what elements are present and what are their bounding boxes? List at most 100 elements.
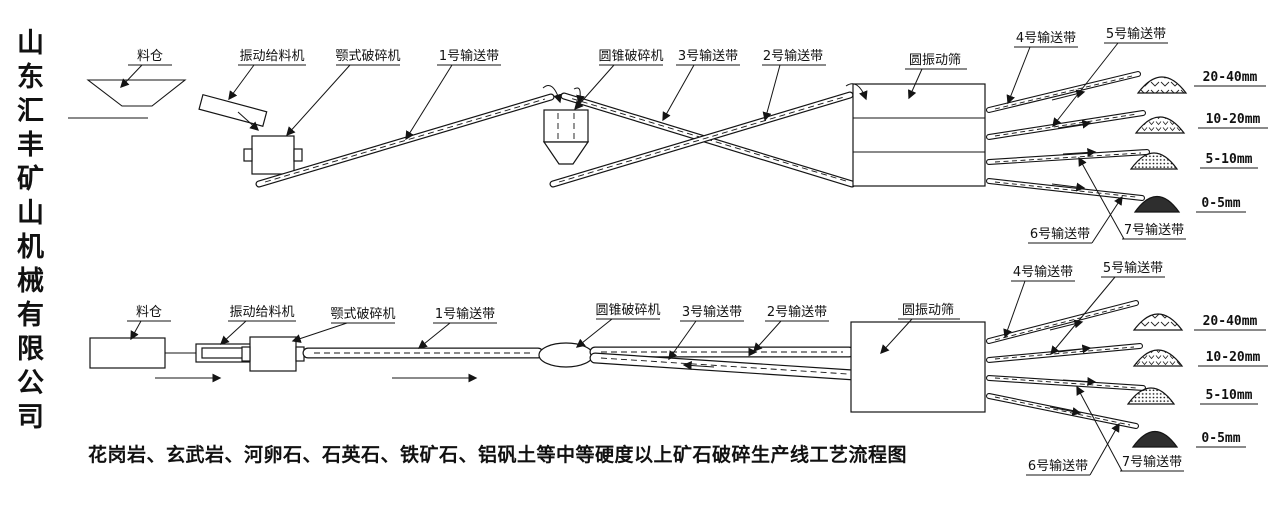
label-belt6-bottom: 6号输送带 <box>1026 422 1120 476</box>
feed-arrow <box>237 111 260 131</box>
flow-arrow <box>1062 377 1097 387</box>
cone-crusher-shape <box>542 109 590 165</box>
size-20-40-text: 20-40mm <box>1203 314 1258 329</box>
belt6-plan-shape <box>986 393 1139 429</box>
label-belt7-bottom: 7号输送带 <box>1076 385 1184 472</box>
drop-arrow-belt1-to-cone <box>542 85 563 104</box>
pile-20-40 <box>1132 313 1184 331</box>
pile-5-10 <box>1129 152 1179 170</box>
flow-arrow <box>1057 119 1092 129</box>
label-feeder-top: 振动给料机 <box>228 49 306 101</box>
pile-5-10 <box>1126 387 1176 405</box>
label-belt6-top: 6号输送带 <box>1028 195 1123 244</box>
pile-0-5 <box>1133 196 1181 213</box>
label-belt2-bottom: 2号输送带 <box>753 304 829 353</box>
label-cone-text: 圆锥破碎机 <box>595 303 660 318</box>
label-belt3-text: 3号输送带 <box>682 304 742 320</box>
label-silo-text: 料仓 <box>137 49 163 64</box>
caption-text: 花岗岩、玄武岩、河卵石、石英石、铁矿石、铝矾土等中等硬度以上矿石破碎生产线工艺流… <box>88 444 908 466</box>
label-screen-bottom: 圆振动筛 <box>880 303 960 354</box>
label-belt1-top: 1号输送带 <box>405 48 501 141</box>
label-belt3-top: 3号输送带 <box>662 48 740 122</box>
pile-20-40 <box>1136 76 1188 94</box>
vibrating-feeder-shape <box>198 93 268 128</box>
label-cone-text: 圆锥破碎机 <box>598 49 663 64</box>
silo-plan-shape <box>89 337 166 369</box>
size-10-20-text: 10-20mm <box>1206 350 1261 365</box>
label-cone-bottom: 圆锥破碎机 <box>575 303 661 348</box>
label-belt6-text: 6号输送带 <box>1030 226 1090 242</box>
size-0-5-text: 0-5mm <box>1201 431 1240 446</box>
belt4-shape <box>986 71 1141 113</box>
size-20-40-text: 20-40mm <box>1203 70 1258 85</box>
size-20-40-bottom: 20-40mm <box>1194 314 1266 331</box>
label-belt3-bottom: 3号输送带 <box>668 304 744 361</box>
belt7-shape <box>986 149 1150 165</box>
label-jaw-top: 颚式破碎机 <box>286 49 401 137</box>
belt1-shape <box>255 93 555 188</box>
flow-arrow <box>1049 406 1082 416</box>
label-belt1-bottom: 1号输送带 <box>417 306 497 349</box>
size-0-5-text: 0-5mm <box>1201 196 1240 211</box>
pile-0-5 <box>1131 431 1179 448</box>
belt2-shape <box>549 91 854 188</box>
label-cone-top: 圆锥破碎机 <box>574 49 664 111</box>
label-screen-text: 圆振动筛 <box>902 303 954 318</box>
label-belt1-text: 1号输送带 <box>439 48 499 64</box>
size-10-20-top: 10-20mm <box>1198 112 1268 129</box>
label-belt3-text: 3号输送带 <box>678 48 738 64</box>
plan-view-diagram: 料仓 振动给料机 颚式破碎机 1号输送带 圆锥破碎机 <box>89 260 1268 476</box>
pile-10-20 <box>1132 349 1184 367</box>
label-feeder-bottom: 振动给料机 <box>220 305 296 345</box>
size-10-20-bottom: 10-20mm <box>1198 350 1268 367</box>
label-silo-top: 料仓 <box>120 49 172 88</box>
label-silo-text: 料仓 <box>136 305 162 320</box>
label-jaw-text: 颚式破碎机 <box>330 307 395 322</box>
label-belt4-text: 4号输送带 <box>1016 30 1076 46</box>
flow-arrow <box>1057 344 1092 354</box>
belt4-plan-shape <box>986 300 1139 344</box>
size-20-40-top: 20-40mm <box>1194 70 1266 87</box>
size-5-10-text: 5-10mm <box>1206 388 1253 403</box>
label-belt5-top: 5号输送带 <box>1052 26 1168 128</box>
cone-crusher-plan-shape <box>538 342 594 368</box>
size-0-5-bottom: 0-5mm <box>1196 431 1246 448</box>
company-name-vertical: 山东汇丰矿山机械有限公司 <box>12 28 43 436</box>
label-silo-bottom: 料仓 <box>127 305 171 341</box>
belt3-plan-shape <box>589 352 860 381</box>
belt5-plan-shape <box>986 343 1143 363</box>
label-belt1-text: 1号输送带 <box>435 306 495 322</box>
label-belt6-text: 6号输送带 <box>1028 458 1088 474</box>
label-belt5-text: 5号输送带 <box>1103 260 1163 276</box>
label-belt5-bottom: 5号输送带 <box>1050 260 1165 356</box>
belt5-shape <box>986 110 1146 140</box>
size-10-20-text: 10-20mm <box>1206 112 1261 127</box>
flow-arrow <box>1062 147 1097 157</box>
size-0-5-top: 0-5mm <box>1196 196 1246 213</box>
hopper-shape <box>68 79 187 119</box>
label-feeder-text: 振动给料机 <box>239 49 304 64</box>
drop-arrow-belt3-to-cone <box>573 87 585 105</box>
label-belt4-top: 4号输送带 <box>1006 30 1078 105</box>
label-belt4-bottom: 4号输送带 <box>1003 264 1075 339</box>
vibrating-screen-plan-shape <box>850 321 986 413</box>
size-5-10-text: 5-10mm <box>1206 152 1253 167</box>
size-5-10-top: 5-10mm <box>1200 152 1258 169</box>
flow-arrow <box>682 361 715 370</box>
side-view-diagram: 料仓 振动给料机 颚式破碎机 1号输送带 圆锥破碎机 <box>68 26 1268 244</box>
flow-arrow <box>1051 182 1086 192</box>
label-jaw-text: 颚式破碎机 <box>335 49 400 64</box>
label-feeder-text: 振动给料机 <box>229 305 294 320</box>
label-jaw-bottom: 颚式破碎机 <box>291 307 396 343</box>
belt6-shape <box>986 178 1145 201</box>
label-belt7-text: 7号输送带 <box>1122 454 1182 470</box>
drop-arrow-belt2-to-screen <box>845 83 868 101</box>
jaw-crusher-shape <box>243 135 303 175</box>
label-screen-text: 圆振动筛 <box>909 53 961 68</box>
label-belt7-top: 7号输送带 <box>1078 156 1186 240</box>
label-belt2-text: 2号输送带 <box>763 48 823 64</box>
jaw-crusher-plan-shape <box>241 336 305 372</box>
vibrating-screen-shape <box>852 83 986 187</box>
